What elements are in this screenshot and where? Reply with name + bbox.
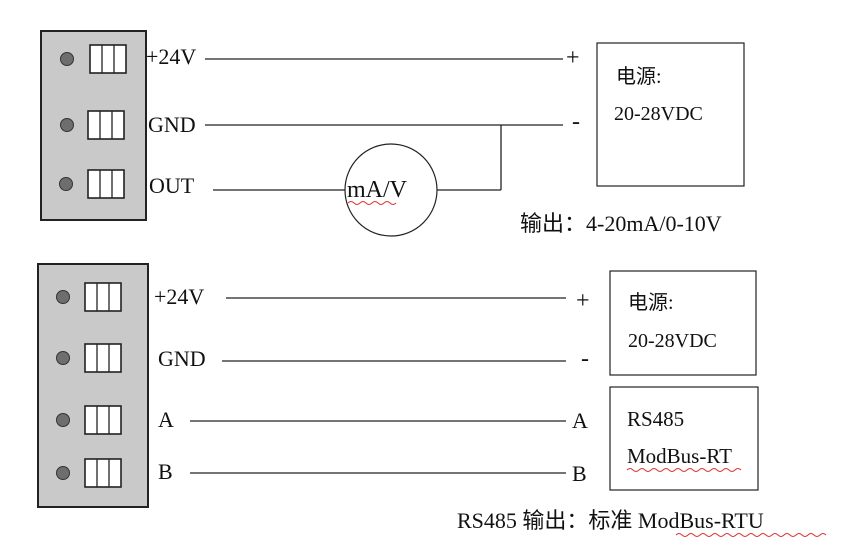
bottom-minus-sign: - (581, 346, 589, 372)
bottom-terminal-3-screw (84, 405, 122, 435)
meter-circle (344, 143, 438, 237)
top-terminal-1 (60, 44, 127, 74)
top-psu-voltage: 20-28VDC (614, 103, 703, 125)
top-label-gnd: GND (148, 112, 196, 137)
bottom-terminal-1-screw (84, 282, 122, 312)
rs485-box (609, 386, 759, 491)
bottom-a-right: A (572, 408, 588, 433)
top-wiring: +24V GND OUT mA/V + - 电源: 20-28VDC 输出：4-… (40, 30, 745, 237)
bottom-terminal-2 (56, 343, 122, 373)
top-terminal-2 (60, 110, 125, 140)
top-label-out: OUT (149, 173, 195, 198)
top-terminal-2-screw (87, 110, 125, 140)
bottom-terminal-3 (56, 405, 122, 435)
bottom-label-a: A (158, 407, 174, 432)
top-terminal-3-screw (87, 169, 125, 199)
bottom-terminal-4 (56, 458, 122, 488)
bottom-label-b: B (158, 459, 173, 484)
bottom-terminal-1 (56, 282, 122, 312)
rs485-protocol: ModBus-RT (627, 444, 732, 468)
bottom-terminal-4-screw (84, 458, 122, 488)
meter-label: mA/V (347, 177, 408, 203)
top-terminal-1-screw (89, 44, 127, 74)
bottom-terminal-4-dot (56, 466, 70, 480)
top-minus-sign: - (572, 109, 580, 135)
top-terminal-3-dot (59, 177, 73, 191)
top-output-caption: 输出：4-20mA/0-10V (520, 211, 722, 236)
rs485-title: RS485 (627, 407, 684, 431)
bottom-terminal-3-dot (56, 413, 70, 427)
bottom-plus-sign: + (576, 288, 590, 314)
top-power-supply-box (596, 42, 745, 187)
bottom-psu-title: 电源: (628, 291, 674, 314)
bottom-wiring: +24V GND A B + - A B 电源: 20-28VDC RS485 … (37, 263, 827, 537)
bottom-b-right: B (572, 461, 587, 486)
top-label-24v: +24V (146, 44, 196, 69)
bottom-output-caption: RS485 输出：标准 ModBus-RTU (457, 508, 764, 533)
top-terminal-3 (59, 169, 125, 199)
bottom-power-supply-box (609, 270, 757, 376)
bottom-terminal-2-screw (84, 343, 122, 373)
bottom-label-gnd: GND (158, 346, 206, 371)
bottom-psu-voltage: 20-28VDC (628, 330, 717, 352)
bottom-terminal-1-dot (56, 290, 70, 304)
top-psu-title: 电源: (616, 65, 662, 88)
bottom-terminal-2-dot (56, 351, 70, 365)
bottom-label-24v: +24V (154, 284, 204, 309)
top-terminal-2-dot (60, 118, 74, 132)
top-terminal-1-dot (60, 52, 74, 66)
top-plus-sign: + (566, 45, 580, 71)
